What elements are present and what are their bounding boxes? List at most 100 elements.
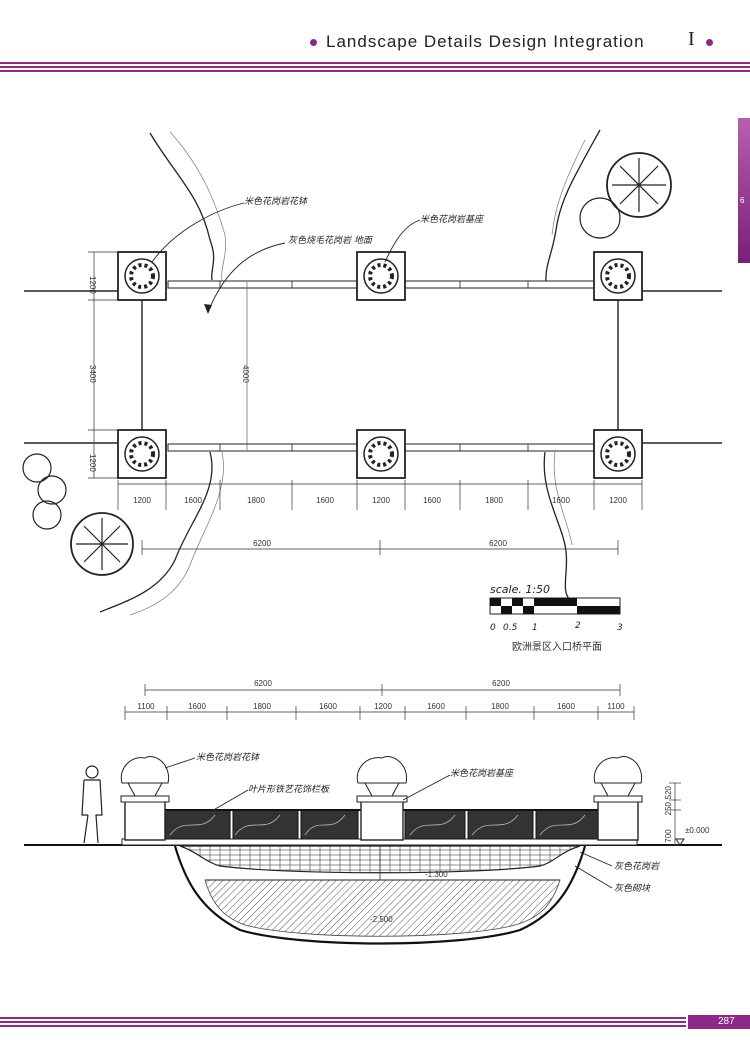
dim-h: 1600 — [184, 496, 202, 505]
pedestal-planter — [117, 251, 167, 301]
tree-symbol — [579, 152, 672, 239]
label-arch: 灰色花岗岩 — [614, 861, 660, 872]
footer-stripe — [0, 1021, 686, 1023]
leader-line — [207, 242, 286, 313]
dim-v: 520 — [664, 785, 673, 799]
plan-text: 米色花岗岩花钵 米色花岗岩基座 灰色烧毛花岗岩 地面 1200 3400 120… — [88, 196, 627, 653]
level-water: -1.300 — [425, 870, 448, 879]
dim-h: 1800 — [485, 496, 503, 505]
level-bottom: -2.500 — [370, 915, 393, 924]
dim-h: 1600 — [427, 702, 445, 711]
water-area — [204, 879, 561, 937]
elevation-view — [24, 684, 722, 945]
plan-caption: 欧洲景区入口桥平面 — [512, 641, 602, 653]
river-bank-line — [551, 139, 586, 236]
footer-stripe — [0, 1025, 686, 1027]
dim-v-1: 1200 — [88, 276, 97, 294]
chapter-numeral: I — [688, 28, 695, 50]
dim-h: 1600 — [319, 702, 337, 711]
dim-h: 1600 — [316, 496, 334, 505]
dim-h: 1600 — [552, 496, 570, 505]
page-number: 287 — [718, 1016, 735, 1027]
header-stripe — [0, 62, 750, 64]
scale-bar — [489, 597, 621, 615]
plan-view — [22, 129, 722, 616]
riverbed — [173, 845, 587, 945]
river-bank-line — [169, 131, 227, 281]
dim-h: 1800 — [247, 496, 265, 505]
river-bank-line — [129, 451, 224, 616]
header-bullet-icon — [706, 39, 713, 46]
person-silhouette — [81, 765, 103, 844]
footer-stripe — [0, 1017, 686, 1019]
scale-tick: 2 — [575, 621, 581, 631]
river-bank-line — [545, 129, 601, 283]
tree-symbol — [70, 512, 134, 576]
label-railing: 叶片形铁艺花饰栏板 — [248, 784, 331, 795]
leader-line — [574, 865, 613, 889]
pedestal-planter — [356, 251, 406, 301]
pedestal-planter — [117, 429, 167, 479]
side-tab-label: 6 — [740, 196, 745, 205]
label-deck: 灰色烧毛花岗岩 地面 — [288, 235, 374, 246]
dim-total: 6200 — [489, 539, 507, 548]
dim-h: 1600 — [188, 702, 206, 711]
river-bank-line — [99, 451, 213, 613]
label-pedestal: 米色花岗岩基座 — [420, 214, 485, 225]
chapter-side-tab: 6 — [738, 118, 750, 263]
leader-line — [579, 851, 613, 867]
dim-v: 700 — [664, 829, 673, 843]
label-flower-bowl: 米色花岗岩花钵 — [196, 752, 260, 763]
dim-v: 250 — [664, 801, 673, 815]
dim-h: 1200 — [374, 702, 392, 711]
dim-h: 1600 — [423, 496, 441, 505]
arrow-icon — [204, 304, 212, 314]
dim-total: 6200 — [254, 679, 272, 688]
river-bank-line — [543, 451, 571, 601]
dim-h: 1100 — [137, 702, 155, 711]
dim-h: 1200 — [133, 496, 151, 505]
pedestal-planter — [593, 251, 643, 301]
dim-h: 1200 — [372, 496, 390, 505]
pedestal-elevation — [593, 756, 643, 841]
scale-tick: 1 — [532, 623, 538, 633]
scale-tick: 0.5 — [503, 623, 518, 633]
scale-tick: 3 — [617, 623, 623, 633]
header-stripe — [0, 66, 750, 68]
dim-h: 1800 — [253, 702, 271, 711]
river-bank-line — [553, 451, 573, 546]
dim-v-2: 3400 — [88, 365, 97, 383]
label-flower-bowl: 米色花岗岩花钵 — [244, 196, 308, 207]
leaf-ornament — [169, 814, 586, 836]
leader-line — [164, 757, 196, 769]
leader-line — [402, 774, 451, 801]
dim-h: 1200 — [609, 496, 627, 505]
label-pedestal: 米色花岗岩基座 — [450, 768, 515, 779]
leader-line — [209, 789, 249, 813]
dim-total: 6200 — [492, 679, 510, 688]
dim-h: 1100 — [607, 702, 625, 711]
page-number-box — [688, 1015, 750, 1029]
header-stripe — [0, 70, 750, 72]
river-bank-line — [149, 132, 215, 281]
leader-line — [151, 202, 245, 263]
leader-line — [384, 219, 421, 263]
shrub-symbol — [22, 453, 67, 530]
page-header: Landscape Details Design Integration I — [0, 28, 750, 68]
pedestal-planter — [356, 429, 406, 479]
pedestal-planter — [593, 429, 643, 479]
level-zero: ±0.000 — [685, 826, 710, 835]
level-marker-icon — [675, 838, 685, 846]
dim-v-3: 1200 — [88, 454, 97, 472]
pedestal-elevation — [120, 756, 170, 841]
page-title: Landscape Details Design Integration — [326, 32, 645, 51]
pedestal-elevation — [356, 756, 408, 841]
scale-label: scale. 1:50 — [490, 583, 550, 596]
header-bullet-icon — [310, 39, 317, 46]
label-block: 灰色砌块 — [614, 883, 651, 894]
dim-total: 6200 — [253, 539, 271, 548]
scale-tick: 0 — [490, 623, 496, 633]
elevation-text: 6200 6200 1100 1600 1800 1600 1200 1600 … — [137, 679, 710, 924]
dim-v-inner: 4000 — [241, 365, 250, 383]
